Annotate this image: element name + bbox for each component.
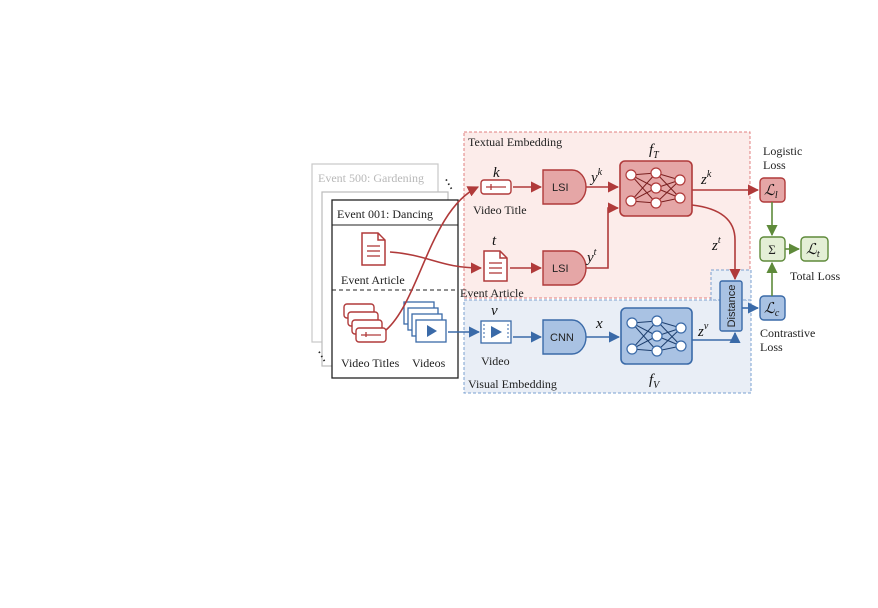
textual-network-icon <box>619 160 693 217</box>
contrastive-loss-label-2: Loss <box>760 340 783 354</box>
event-card-front <box>331 199 459 379</box>
f-t-label: fT <box>649 142 660 161</box>
video-title-label: Video Title <box>473 203 527 217</box>
video-titles-label: Video Titles <box>341 356 400 370</box>
logistic-loss-symbol: ℒl <box>764 183 778 201</box>
video-icon <box>480 320 512 344</box>
arrow-titles-to-video-title <box>385 186 480 331</box>
contrastive-loss-label-1: Contrastive <box>760 326 815 340</box>
y-t-label: yt <box>585 247 597 266</box>
video-label: Video <box>481 354 510 368</box>
video-stack-icon <box>403 301 447 343</box>
y-k-label: yk <box>589 167 603 186</box>
visual-network-icon <box>620 307 693 365</box>
video-title-icon <box>480 179 512 195</box>
lsi-label-bottom: LSI <box>552 263 569 275</box>
contrastive-loss-symbol: ℒc <box>764 301 780 319</box>
z-k-label: zk <box>700 169 712 188</box>
title-stack-icon <box>343 303 387 343</box>
visual-embedding-panel <box>463 299 752 394</box>
x-label: x <box>595 316 603 332</box>
v-symbol: v <box>491 303 498 319</box>
lsi-label-top: LSI <box>552 182 569 194</box>
logistic-loss-label-2: Loss <box>763 158 786 172</box>
event-back-title: Event 500: Gardening <box>318 171 424 185</box>
z-v-label: zv <box>697 321 709 340</box>
distance-box <box>719 280 743 332</box>
lsi-box-bottom <box>542 250 587 286</box>
ellipsis-bottom: ⋯ <box>311 347 331 367</box>
k-symbol: k <box>493 165 500 181</box>
event-front-title: Event 001: Dancing <box>337 207 433 221</box>
ellipsis-top: ⋯ <box>438 175 458 195</box>
arrow-article-to-event-article <box>389 251 483 274</box>
videos-label: Videos <box>412 356 446 370</box>
event-article-doc-icon <box>483 250 508 282</box>
visual-embedding-label: Visual Embedding <box>468 377 557 391</box>
event-article-label: Event Article <box>341 273 405 287</box>
cnn-label: CNN <box>550 332 574 344</box>
f-v-label: fV <box>649 372 661 391</box>
sum-symbol: Σ <box>768 242 776 257</box>
total-loss-symbol: ℒt <box>806 242 820 260</box>
distance-label: Distance <box>726 285 738 328</box>
event-article-label-2: Event Article <box>460 286 524 300</box>
cnn-box <box>542 319 587 355</box>
t-symbol: t <box>492 233 497 249</box>
textual-embedding-label: Textual Embedding <box>468 135 562 149</box>
arrow-fv-to-distance <box>692 331 741 344</box>
total-loss-box <box>800 236 829 262</box>
logistic-loss-label-1: Logistic <box>763 144 802 158</box>
arrow-lsi-to-ft-bottom <box>586 202 620 269</box>
textual-embedding-panel <box>463 131 751 299</box>
arrow-ft-to-distance <box>691 204 741 281</box>
total-loss-label: Total Loss <box>790 269 840 283</box>
lsi-box-top <box>542 169 587 205</box>
z-t-label: zt <box>711 235 721 254</box>
document-icon <box>361 232 386 266</box>
